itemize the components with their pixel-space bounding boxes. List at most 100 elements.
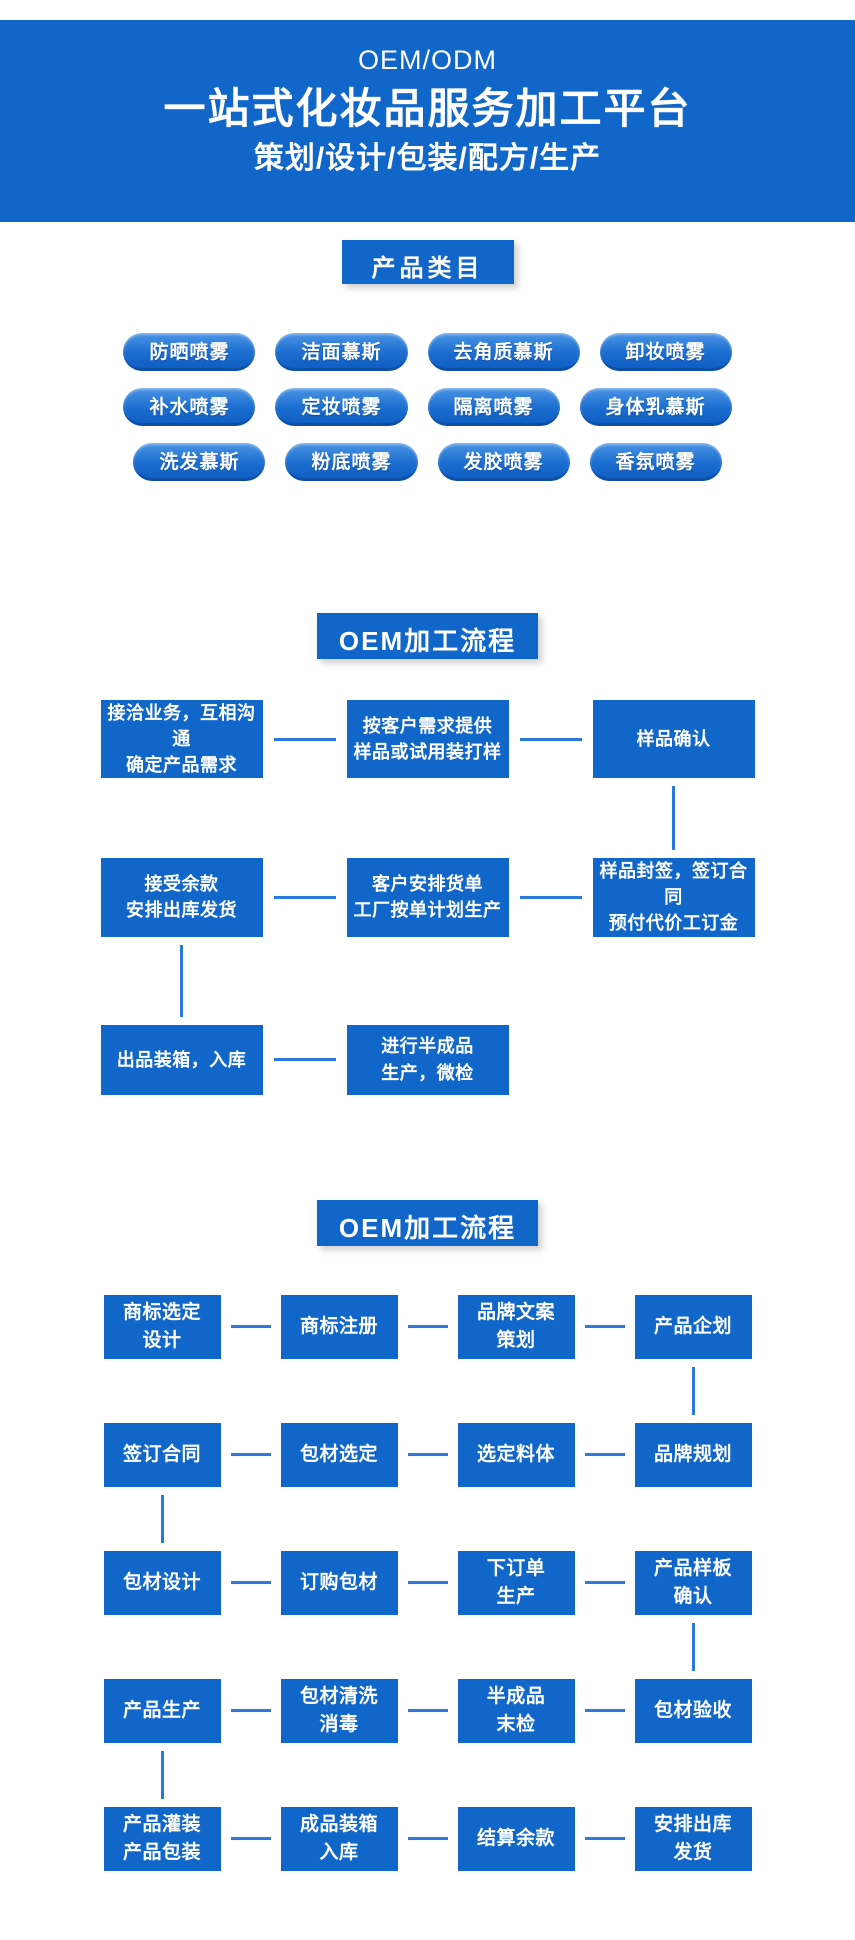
flow-step-box: 签订合同 (103, 1422, 221, 1487)
flow-connector-line (407, 1709, 448, 1713)
flow-connector-line (230, 1581, 271, 1585)
flow-step-box: 包材验收 (634, 1678, 752, 1743)
odm-flow-diagram: 商标选定 设计商标注册品牌文案 策划产品企划签订合同包材选定选定料体品牌规划包材… (103, 1294, 752, 1871)
flow-connector-line (230, 1709, 271, 1713)
flow-connector-gap (263, 858, 347, 936)
flow-connector-gap (398, 1423, 458, 1487)
product-pill[interactable]: 定妆喷雾 (275, 388, 408, 426)
flow-connector-line-vertical (691, 1622, 695, 1671)
flow-connector-gap (221, 1807, 281, 1871)
flow-connector-line (273, 737, 336, 741)
flow-connector-line-vertical (160, 1750, 164, 1799)
flow-connector-gap (575, 1295, 635, 1359)
flow-step-box: 安排出库 发货 (634, 1806, 752, 1871)
flow-row: 商标选定 设计商标注册品牌文案 策划产品企划 (103, 1294, 752, 1415)
flow-connector-gap (263, 700, 347, 778)
flow-connector-gap (221, 1423, 281, 1487)
flow-step-box: 品牌规划 (634, 1422, 752, 1487)
flow-connector-line (584, 1709, 625, 1713)
flow-row: 接受余款 安排出库发货 客户安排货单 工厂按单计划生产 样品封签，签订合同 预付代价… (100, 858, 755, 1017)
flow-step-box: 包材选定 (280, 1422, 398, 1487)
product-pill[interactable]: 隔离喷雾 (427, 388, 560, 426)
flow-step-box: 品牌文案 策划 (457, 1294, 575, 1359)
flow-connector-gap (398, 1679, 458, 1743)
flow-step-box: 接受余款 安排出库发货 (100, 858, 263, 937)
product-pill[interactable]: 香氛喷雾 (589, 443, 722, 481)
flow-connector-gap (398, 1551, 458, 1615)
flow-connector-gap (575, 1551, 635, 1615)
product-pill-row: 防晒喷雾洁面慕斯去角质慕斯卸妆喷雾 (0, 333, 855, 371)
flow-step-box: 包材清洗 消毒 (280, 1678, 398, 1743)
hero-tagline: 策划/设计/包装/配方/生产 (253, 142, 602, 175)
flow-connector-gap (221, 1295, 281, 1359)
product-pill[interactable]: 去角质慕斯 (427, 333, 580, 371)
flow-step-box: 选定料体 (457, 1422, 575, 1487)
flow-step-box: 半成品 末检 (457, 1678, 575, 1743)
flow-connector-gap (575, 1807, 635, 1871)
oem-flow-title: OEM加工流程 (316, 613, 539, 659)
flow-connector-gap (398, 1807, 458, 1871)
flow-connector-line (273, 895, 336, 899)
flow-step-box: 接洽业务，互相沟通 确定产品需求 (100, 700, 263, 779)
flow-connector-line-vertical (160, 1494, 164, 1543)
flow-connector-line-vertical (180, 944, 183, 1017)
flow-row: 接洽业务，互相沟通 确定产品需求 按客户需求提供 样品或试用装打样 样品确认 (100, 700, 755, 851)
flow-step-box: 成品装箱 入库 (280, 1806, 398, 1871)
flow-connector-gap (263, 1025, 347, 1095)
odm-flow-title: OEM加工流程 (316, 1199, 539, 1246)
product-pill-grid: 防晒喷雾洁面慕斯去角质慕斯卸妆喷雾补水喷雾定妆喷雾隔离喷雾身体乳慕斯洗发慕斯粉底… (0, 333, 855, 481)
product-pill[interactable]: 发胶喷雾 (437, 443, 570, 481)
flow-row: 产品灌装 产品包装成品装箱 入库结算余款安排出库 发货 (103, 1806, 752, 1871)
flow-connector-line (407, 1837, 448, 1841)
flow-connector-line (407, 1325, 448, 1329)
oem-flow-diagram: 接洽业务，互相沟通 确定产品需求 按客户需求提供 样品或试用装打样 样品确认接受余款… (100, 700, 755, 1095)
flow-connector-line (230, 1325, 271, 1329)
product-pill[interactable]: 洁面慕斯 (275, 333, 408, 371)
flow-step-box: 进行半成品 生产，微检 (346, 1024, 509, 1095)
flow-step-box: 产品样板 确认 (634, 1550, 752, 1615)
flow-row: 签订合同包材选定选定料体品牌规划 (103, 1422, 752, 1543)
flow-connector-gap (398, 1295, 458, 1359)
flow-step-box: 商标选定 设计 (103, 1294, 221, 1359)
product-pill[interactable]: 洗发慕斯 (133, 443, 266, 481)
flow-step-box: 结算余款 (457, 1806, 575, 1871)
flow-step-box: 商标注册 (280, 1294, 398, 1359)
flow-connector-line (584, 1453, 625, 1457)
product-categories-title: 产品类目 (341, 240, 514, 284)
flow-step-box: 按客户需求提供 样品或试用装打样 (346, 700, 509, 779)
flow-connector-line (230, 1837, 271, 1841)
flow-step-box: 产品生产 (103, 1678, 221, 1743)
flow-step-box: 样品确认 (592, 700, 755, 779)
hero-title: 一站式化妆品服务加工平台 (163, 85, 692, 132)
flow-row: 产品生产包材清洗 消毒半成品 末检包材验收 (103, 1678, 752, 1799)
flow-connector-gap (221, 1679, 281, 1743)
flow-step-box: 客户安排货单 工厂按单计划生产 (346, 858, 509, 937)
product-pill-row: 补水喷雾定妆喷雾隔离喷雾身体乳慕斯 (0, 388, 855, 426)
flow-row: 出品装箱，入库 进行半成品 生产，微检 (100, 1024, 755, 1095)
flow-step-box: 产品灌装 产品包装 (103, 1806, 221, 1871)
flow-connector-line (519, 895, 582, 899)
flow-step-box: 出品装箱，入库 (100, 1024, 263, 1095)
flow-connector-gap (575, 1423, 635, 1487)
flow-connector-line (584, 1325, 625, 1329)
hero-subtitle: OEM/ODM (358, 45, 497, 75)
flow-connector-gap (575, 1679, 635, 1743)
product-pill[interactable]: 卸妆喷雾 (599, 333, 732, 371)
hero-banner: OEM/ODM 一站式化妆品服务加工平台 策划/设计/包装/配方/生产 (0, 20, 855, 222)
flow-connector-gap (509, 858, 593, 936)
flow-connector-line (584, 1837, 625, 1841)
flow-connector-line (407, 1581, 448, 1585)
flow-connector-line-vertical (691, 1366, 695, 1415)
product-pill-row: 洗发慕斯粉底喷雾发胶喷雾香氛喷雾 (0, 443, 855, 481)
flow-step-box: 样品封签，签订合同 预付代价工订金 (592, 858, 755, 937)
flow-connector-gap (221, 1551, 281, 1615)
flow-connector-line (230, 1453, 271, 1457)
product-pill[interactable]: 防晒喷雾 (123, 333, 256, 371)
flow-connector-line (519, 737, 582, 741)
flow-connector-line-vertical (672, 786, 675, 851)
product-pill[interactable]: 补水喷雾 (123, 388, 256, 426)
flow-row: 包材设计订购包材下订单 生产产品样板 确认 (103, 1550, 752, 1671)
product-pill[interactable]: 粉底喷雾 (285, 443, 418, 481)
product-pill[interactable]: 身体乳慕斯 (579, 388, 732, 426)
flow-step-box: 下订单 生产 (457, 1550, 575, 1615)
